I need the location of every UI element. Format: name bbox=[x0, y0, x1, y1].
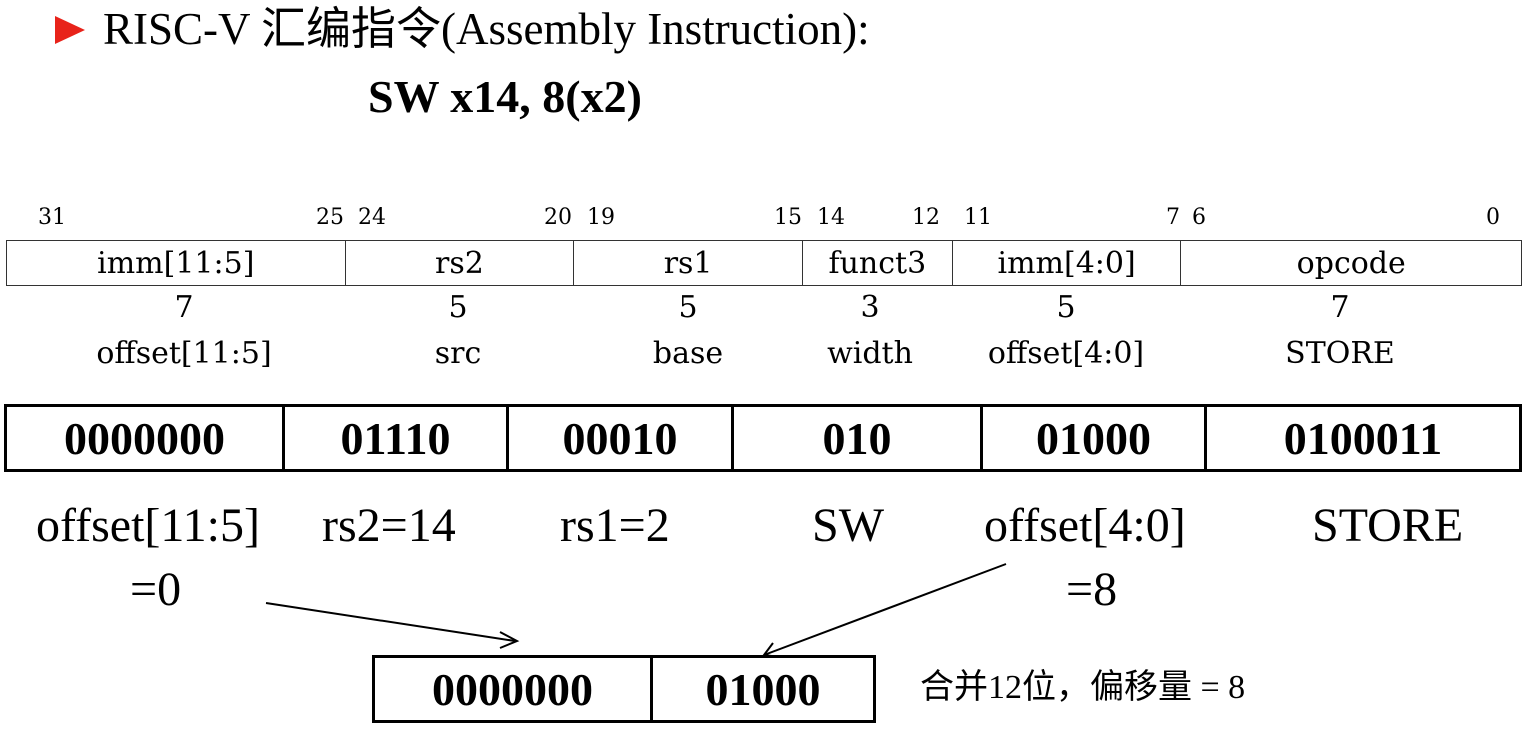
heading: RISC-V 汇编指令(Assembly Instruction): bbox=[55, 0, 870, 58]
field-meaning: offset[11:5] bbox=[96, 336, 272, 371]
decode-rs2: rs2=14 bbox=[322, 499, 456, 552]
decode-funct3: SW bbox=[812, 499, 884, 552]
merged-imm-11-5: 0000000 bbox=[375, 658, 653, 720]
field-funct3: funct3 bbox=[803, 241, 953, 285]
arrow-line-lo bbox=[763, 563, 1007, 656]
merged-immediate-row: 0000000 01000 bbox=[372, 655, 876, 723]
binary-encoding-row: 0000000 01110 00010 010 01000 0100011 bbox=[4, 404, 1522, 472]
heading-text: RISC-V 汇编指令(Assembly Instruction): bbox=[103, 4, 870, 54]
merged-imm-4-0: 01000 bbox=[705, 663, 821, 715]
bit-number: 31 bbox=[38, 205, 66, 230]
field-meaning: src bbox=[434, 336, 482, 371]
arrow-line-hi bbox=[265, 602, 516, 642]
decode-opcode: STORE bbox=[1312, 499, 1464, 552]
field-meaning: base bbox=[652, 336, 724, 371]
field-meaning: STORE bbox=[1285, 336, 1395, 371]
bit-number: 6 bbox=[1192, 205, 1206, 230]
binary-opcode: 0100011 bbox=[1283, 412, 1443, 464]
field-opcode: opcode bbox=[1296, 245, 1406, 281]
binary-funct3: 010 bbox=[734, 407, 983, 469]
field-width: 5 bbox=[1056, 290, 1076, 325]
bit-number: 12 bbox=[912, 205, 940, 230]
binary-rs2: 01110 bbox=[285, 407, 509, 469]
bit-number: 0 bbox=[1486, 205, 1500, 230]
merge-note: 合并12位，偏移量 = 8 bbox=[920, 669, 1246, 706]
decode-offset-hi: offset[11:5] bbox=[36, 499, 260, 552]
bullet-arrow-icon bbox=[55, 15, 85, 44]
decode-offset-lo-value: =8 bbox=[1066, 563, 1118, 616]
binary-imm-11-5: 0000000 bbox=[7, 407, 285, 469]
field-imm-4-0: imm[4:0] bbox=[953, 241, 1182, 285]
field-width: 7 bbox=[1330, 290, 1350, 325]
decode-offset-hi-value: =0 bbox=[130, 563, 182, 616]
field-meaning: offset[4:0] bbox=[987, 336, 1145, 371]
bit-number: 24 bbox=[358, 205, 386, 230]
bit-number: 15 bbox=[774, 205, 802, 230]
bit-number: 20 bbox=[544, 205, 572, 230]
bit-number: 11 bbox=[964, 205, 992, 230]
field-width: 3 bbox=[860, 290, 880, 325]
field-width: 7 bbox=[174, 290, 194, 325]
decode-offset-lo: offset[4:0] bbox=[984, 499, 1186, 552]
bit-number: 25 bbox=[316, 205, 344, 230]
field-rs2: rs2 bbox=[346, 241, 575, 285]
field-rs1: rs1 bbox=[574, 241, 803, 285]
field-imm-11-5: imm[11:5] bbox=[7, 241, 346, 285]
bit-number: 14 bbox=[817, 205, 845, 230]
field-meaning: width bbox=[827, 336, 913, 371]
decode-rs1: rs1=2 bbox=[560, 499, 670, 552]
binary-imm-4-0: 01000 bbox=[983, 407, 1207, 469]
field-width: 5 bbox=[678, 290, 698, 325]
format-field-row: imm[11:5] rs2 rs1 funct3 imm[4:0] opcode bbox=[6, 240, 1522, 286]
bit-number: 19 bbox=[587, 205, 615, 230]
binary-rs1: 00010 bbox=[509, 407, 734, 469]
bit-number: 7 bbox=[1166, 205, 1180, 230]
field-width: 5 bbox=[448, 290, 468, 325]
instruction-text: SW x14, 8(x2) bbox=[368, 71, 642, 122]
arrowhead-hi-icon bbox=[499, 631, 520, 649]
